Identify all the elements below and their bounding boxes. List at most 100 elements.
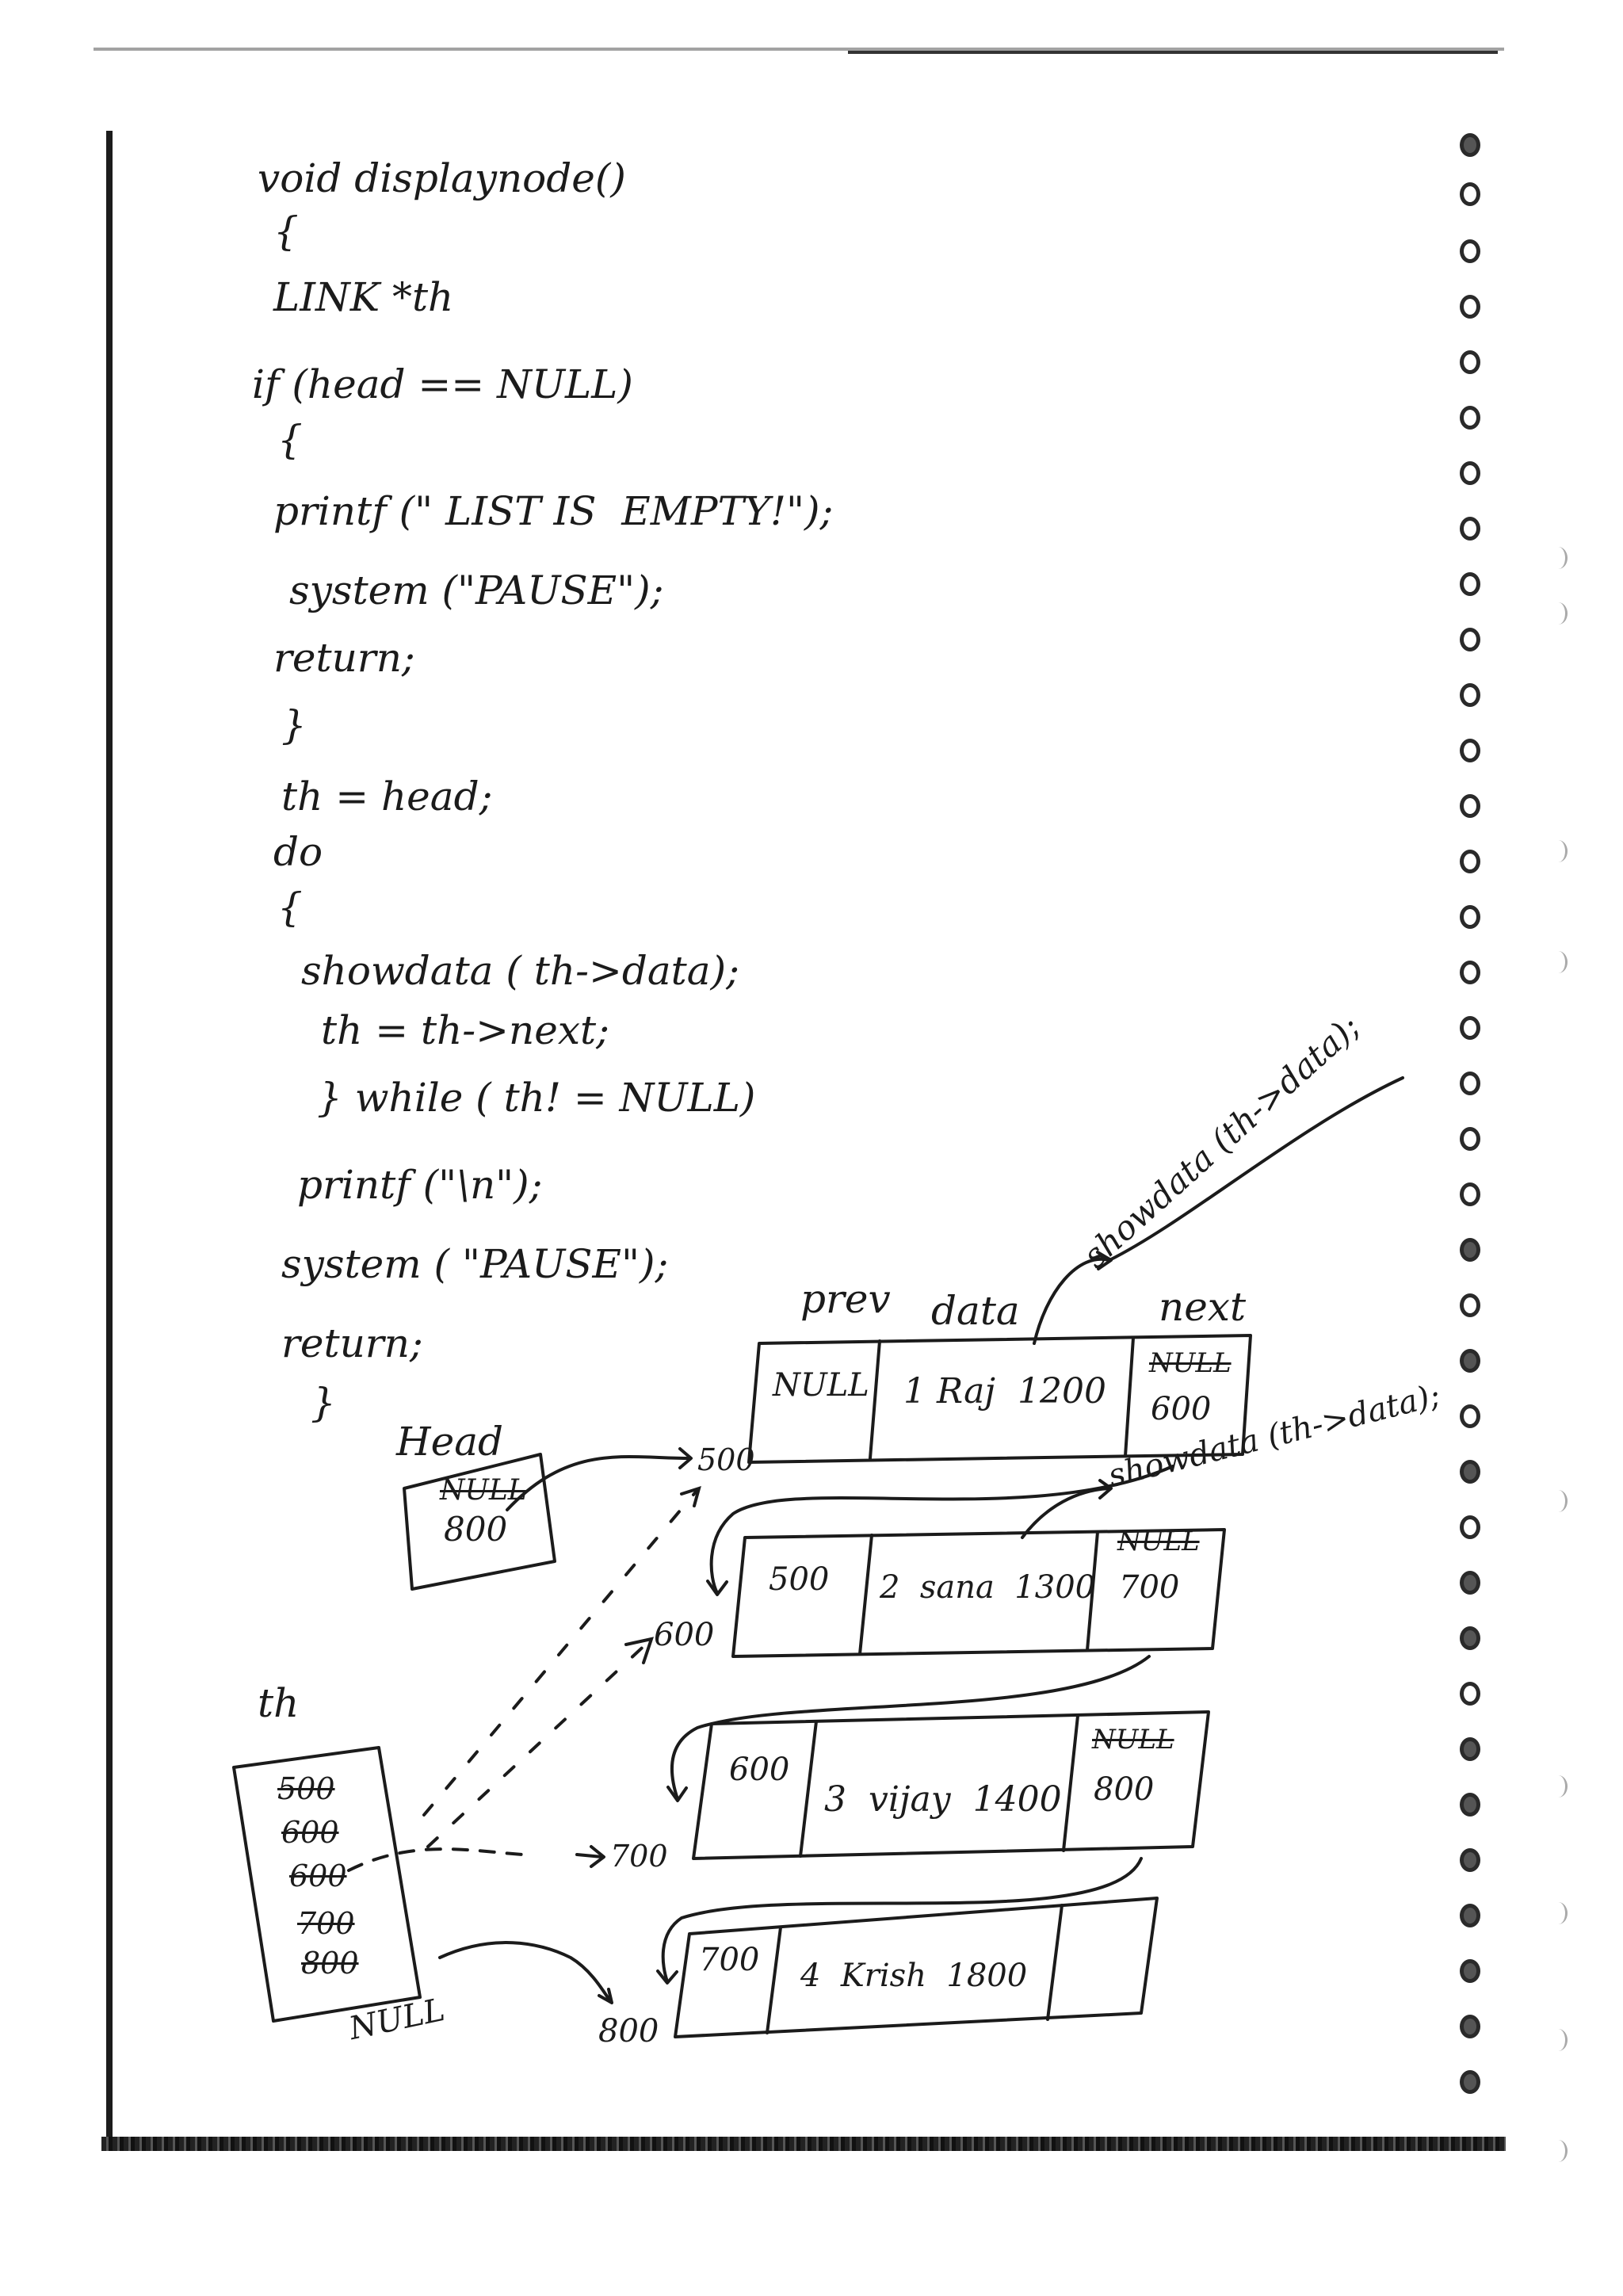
binding-ring [1460,683,1480,707]
data-field-label: data [931,1288,1020,1334]
head-value: 800 [444,1510,508,1549]
binding-shadow [1549,2140,1568,2162]
node-address: 500 [697,1442,755,1477]
th-value: 600 [281,1815,339,1850]
node-next-old: NULL [1117,1526,1200,1557]
binding-ring [1460,2015,1480,2038]
code-line: system ( "PAUSE"); [281,1241,669,1287]
node-next: 700 [1119,1569,1180,1606]
node-next-old: NULL [1092,1724,1174,1755]
node-next: 600 [1151,1391,1212,1427]
binding-ring [1460,1515,1480,1539]
binding-ring [1460,1349,1480,1373]
code-line: { [277,417,303,463]
binding-ring [1460,1127,1480,1151]
code-line: system ("PAUSE"); [289,567,664,613]
bottom-rule [101,2137,1506,2151]
th-value: 500 [277,1771,335,1806]
top-rule [94,48,1504,51]
code-line: void displaynode() [258,155,626,201]
binding-shadow [1549,602,1568,625]
node-prev: 700 [699,1942,760,1978]
node-box [692,1710,1210,1860]
code-line: } while ( th! = NULL) [317,1075,756,1121]
node-data: 4 Krish 1800 [800,1958,1028,1994]
code-line: return; [281,1320,423,1366]
code-line: th = th->next; [321,1007,609,1053]
binding-shadow [1549,547,1568,569]
head-box [403,1453,556,1591]
binding-ring [1460,461,1480,485]
node-address: 600 [654,1617,715,1653]
binding-shadow [1549,951,1568,973]
binding-ring [1460,350,1480,374]
binding-ring [1460,1238,1480,1262]
code-line: th = head; [281,774,493,819]
top-rule-right [848,51,1498,54]
binding-ring [1460,1293,1480,1317]
code-line: return; [273,635,415,681]
binding-ring [1460,182,1480,206]
binding-shadow [1549,1490,1568,1512]
binding-ring [1460,239,1480,263]
th-value: 600 [289,1859,347,1893]
th-box [232,1746,422,2023]
node-box [747,1334,1252,1464]
node-prev: 600 [729,1752,790,1788]
node-address: 700 [610,1839,668,1874]
head-old-value: NULL [440,1474,527,1507]
th-label: th [258,1680,300,1726]
binding-ring [1460,1737,1480,1761]
margin-line [106,131,113,2140]
prev-field-label: prev [800,1276,891,1322]
code-line: printf ("\n"); [297,1162,543,1208]
code-line: LINK *th [273,274,454,320]
head-label: Head [396,1419,504,1465]
node-data: 2 sana 1300 [880,1569,1096,1606]
node-next-old: NULL [1149,1347,1232,1379]
binding-ring [1460,295,1480,319]
binding-ring [1460,517,1480,541]
binding-ring [1460,794,1480,818]
binding-shadow [1549,2029,1568,2051]
th-value: 700 [297,1906,355,1941]
binding-ring [1460,961,1480,984]
code-line: printf (" LIST IS EMPTY!"); [273,488,834,534]
binding-ring [1460,1460,1480,1484]
th-value: 800 [301,1946,359,1981]
code-line: if (head == NULL) [252,361,633,407]
binding-shadow [1549,840,1568,862]
binding-shadow [1549,1775,1568,1797]
binding-ring [1460,1404,1480,1428]
binding-ring [1460,1959,1480,1983]
binding-ring [1460,572,1480,596]
binding-ring [1460,905,1480,929]
node-prev: 500 [769,1561,830,1598]
binding-ring [1460,1182,1480,1206]
binding-ring [1460,1904,1480,1927]
node-prev: NULL [773,1367,869,1404]
node-box [731,1528,1226,1658]
node-data: 3 vijay 1400 [824,1779,1062,1820]
next-field-label: next [1159,1284,1247,1330]
binding-ring [1460,628,1480,651]
binding-ring [1460,133,1480,157]
code-line: } [311,1380,336,1426]
binding-ring [1460,406,1480,430]
binding-ring [1460,1626,1480,1650]
code-line: showdata ( th->data); [301,948,739,994]
binding-ring [1460,1682,1480,1706]
node-next: 800 [1094,1771,1155,1808]
binding-ring [1460,739,1480,762]
code-line: { [273,208,299,254]
binding-ring [1460,1793,1480,1817]
code-line: } [281,702,307,748]
binding-ring [1460,2070,1480,2094]
node-box [674,1897,1159,2038]
binding-ring [1460,1072,1480,1095]
node-address: 800 [598,2013,659,2050]
binding-ring [1460,1848,1480,1872]
code-line: do [273,829,323,875]
